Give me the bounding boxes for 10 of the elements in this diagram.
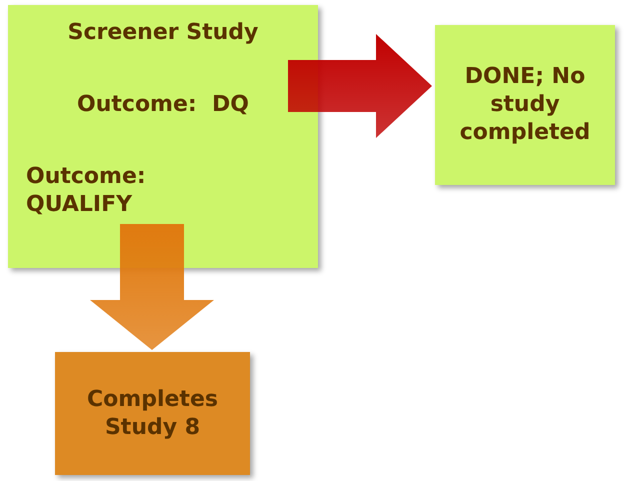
box-text: Screener Study	[66, 19, 260, 47]
box-text: Outcome: QUALIFY	[26, 163, 147, 219]
block-arrow	[90, 224, 214, 350]
box-text: DONE; No study completed	[458, 63, 592, 147]
process-box	[8, 5, 318, 268]
box-text: Outcome: DQ	[76, 91, 250, 119]
process-box	[435, 25, 615, 185]
block-arrow	[288, 34, 432, 138]
box-text: Completes Study 8	[86, 386, 219, 442]
process-box	[55, 352, 250, 475]
